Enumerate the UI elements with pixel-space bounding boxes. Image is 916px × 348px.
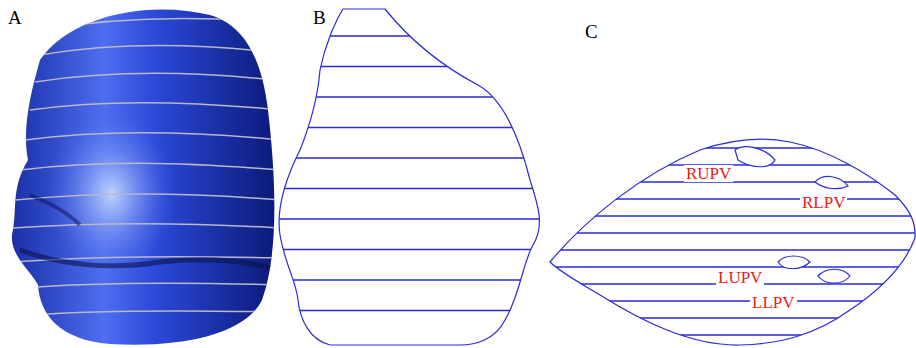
flattened-outline: [550, 139, 915, 345]
stripe-line: [545, 300, 916, 302]
stripe-line: [545, 215, 916, 217]
flattened-outline: [279, 9, 539, 345]
panel-letter: C: [585, 22, 598, 41]
vein-label: LLPV: [750, 294, 797, 311]
stripe-line: [545, 249, 916, 251]
panel-letter: A: [8, 8, 22, 27]
vein-label: RLPV: [800, 194, 847, 211]
vein-label: LUPV: [716, 269, 764, 286]
vein-label: RUPV: [684, 165, 733, 182]
stripe-line: [545, 147, 916, 149]
stripe-line: [270, 127, 550, 129]
vein-holes: [735, 147, 850, 283]
stripe-line: [270, 310, 550, 312]
stripe-line: [545, 334, 916, 336]
stripe-line: [270, 218, 550, 220]
stripe-line: [270, 96, 550, 98]
panel-letter: B: [313, 8, 326, 27]
stripe-line: [270, 249, 550, 251]
contour-lines: [12, 19, 280, 315]
stripe-line: [270, 188, 550, 190]
atrium-surface: [12, 9, 275, 344]
stripe-line: [545, 198, 916, 200]
stripe-line: [545, 317, 916, 319]
stripe-line: [270, 157, 550, 159]
stripe-line: [270, 279, 550, 281]
stripe-line: [270, 66, 550, 68]
stripe-line: [545, 266, 916, 268]
stripe-line: [545, 232, 916, 234]
